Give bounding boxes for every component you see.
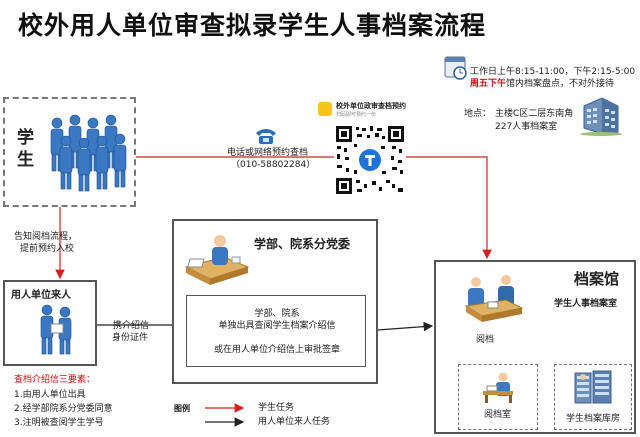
student-label: 学生 xyxy=(17,128,34,170)
reading-room-box: 阅档室 xyxy=(458,364,538,430)
student-to-archive-line xyxy=(136,156,492,260)
employer-box: 用人单位来人 xyxy=(3,280,97,366)
reading-room-label: 阅档室 xyxy=(483,410,511,420)
carry-line2: 身份证件 xyxy=(112,333,149,343)
archive-storage-icon xyxy=(573,369,615,405)
reception-desk-icon xyxy=(462,272,524,326)
notify-line2: 提前预约入校 xyxy=(20,244,75,254)
employer-label: 用人单位来人 xyxy=(11,290,71,301)
hours-line1: 工作日上午8:15-11:00，下午2:15-5:00 xyxy=(470,67,636,77)
location-label: 地点： xyxy=(464,109,492,119)
calendar-clock-icon xyxy=(444,54,468,80)
read-label: 阅档 xyxy=(476,335,495,345)
archive-box: 档案馆 学生人事档案室 阅档 xyxy=(434,260,636,434)
department-inner-box: 学部、院系 单独出具查阅学生档案介绍信 或在用人单位介绍信上审批签章 xyxy=(186,295,366,367)
location-line2: 227人事档案室 xyxy=(495,122,558,132)
qr-title: 校外单位政审查档预约 xyxy=(336,102,406,110)
storage-room-box: 学生档案库房 xyxy=(554,364,632,430)
department-line1: 学部、院系 xyxy=(254,309,300,319)
department-line3: 或在用人单位介绍信上审批签章 xyxy=(213,345,340,355)
contact-line1: 电话或网络预约查档 xyxy=(227,148,309,158)
qr-code-image xyxy=(334,124,406,196)
archive-title: 档案馆 xyxy=(574,270,620,288)
notify-line1: 告知阅档流程， xyxy=(14,232,78,242)
legend-label: 图例 xyxy=(174,404,190,413)
friday-label: 周五下午 xyxy=(470,79,507,89)
student-box: 学生 xyxy=(3,97,136,207)
contact-line2: （010-58802284） xyxy=(231,160,316,170)
reading-room-icon xyxy=(479,371,517,403)
requirement-item: 1.由用人单位出具 xyxy=(14,390,86,400)
hours-line2: 周五下午馆内档案盘点，不对外接待 xyxy=(470,78,614,90)
department-to-archive-line xyxy=(377,321,434,332)
requirement-item: 3.注明被查阅学生学号 xyxy=(14,418,104,428)
mini-program-icon xyxy=(318,102,332,116)
archive-subtitle: 学生人事档案室 xyxy=(554,299,618,309)
office-desk-icon xyxy=(184,229,250,287)
carry-line1: 携介绍信 xyxy=(113,321,150,331)
requirements-title: 查档介绍信三要素： xyxy=(14,375,96,385)
legend-student-task: 学生任务 xyxy=(258,403,295,413)
department-box: 学部、院系分党委 学部、院系 单独出具查阅学生档案介绍信 或在用人单位介绍信上审… xyxy=(172,219,378,384)
department-title: 学部、院系分党委 xyxy=(254,237,351,251)
telephone-icon xyxy=(254,127,278,145)
location-line1: 主楼C区二层东南角 xyxy=(495,109,574,119)
friday-note: 馆内档案盘点，不对外接待 xyxy=(506,79,615,89)
building-icon xyxy=(578,96,624,136)
employer-people-icon xyxy=(35,302,85,358)
requirement-item: 2.经学部院系分党委同意 xyxy=(14,404,113,414)
department-line2: 单独出具查阅学生档案介绍信 xyxy=(218,321,336,331)
student-group-icon xyxy=(45,111,131,197)
page-title: 校外用人单位审查拟录学生人事档案流程 xyxy=(18,11,487,40)
storage-room-label: 学生档案库房 xyxy=(565,414,620,424)
qr-subtitle: 扫码即可预约一份 xyxy=(336,112,377,118)
legend-employer-task: 用人单位来人任务 xyxy=(258,417,331,427)
